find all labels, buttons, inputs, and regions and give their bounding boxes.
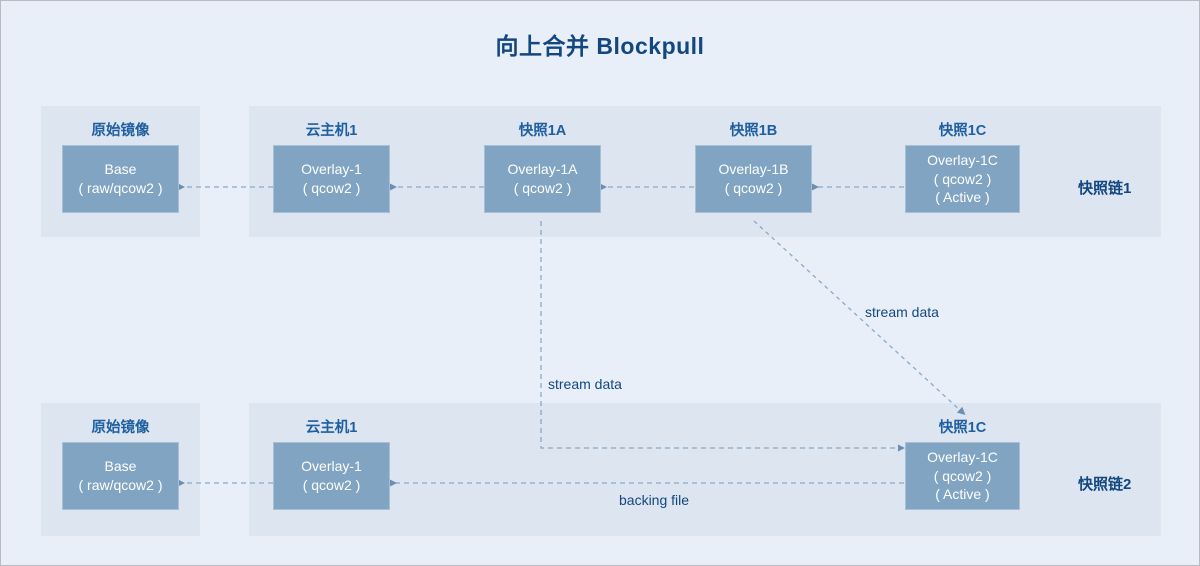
node-box[interactable]: Overlay-1A ( qcow2 ) — [484, 145, 601, 213]
node-label: 云主机1 — [305, 420, 358, 436]
chain-title-2: 快照链2 — [1078, 476, 1132, 493]
node-box[interactable]: Overlay-1C ( qcow2 ) ( Active ) — [905, 145, 1020, 213]
node-label: 原始镜像 — [91, 123, 150, 139]
node-box[interactable]: Overlay-1C ( qcow2 ) ( Active ) — [905, 442, 1020, 510]
node-box-line: Overlay-1 — [301, 458, 362, 475]
node-label: 快照1C — [938, 123, 987, 139]
node-box[interactable]: Overlay-1 ( qcow2 ) — [273, 442, 390, 510]
node-box-line: ( qcow2 ) — [933, 467, 992, 484]
node-box-line: Base — [104, 458, 137, 475]
node-box-line: ( qcow2 ) — [302, 180, 361, 196]
node-box-line: Overlay-1C — [927, 448, 998, 465]
edge-label-stream-data-diagonal: stream data — [865, 304, 939, 320]
node-box-line: ( qcow2 ) — [302, 477, 361, 493]
node-box-line: ( Active ) — [935, 189, 990, 206]
chain-title-1: 快照链1 — [1078, 180, 1132, 197]
node-box-line: ( Active ) — [935, 486, 990, 503]
node-label: 原始镜像 — [91, 420, 150, 436]
node-box-line: ( qcow2 ) — [513, 180, 572, 196]
edge-label-backing-file: backing file — [619, 492, 690, 508]
node-box-line: Overlay-1A — [507, 161, 578, 178]
page-title: 向上合并 Blockpull — [495, 33, 705, 59]
node-label: 快照1C — [938, 420, 987, 436]
node-box-line: Overlay-1B — [718, 161, 789, 178]
node-box-line: ( qcow2 ) — [933, 170, 992, 187]
node-box[interactable]: Overlay-1B ( qcow2 ) — [695, 145, 812, 213]
node-box-line: ( qcow2 ) — [724, 180, 783, 196]
node-label: 云主机1 — [305, 123, 358, 139]
node-box-line: Overlay-1 — [301, 161, 362, 178]
node-box-line: Base — [104, 161, 137, 178]
node-label: 快照1A — [518, 123, 567, 139]
edge-label-stream-data-vertical: stream data — [548, 376, 622, 392]
node-box-line: Overlay-1C — [927, 151, 998, 168]
node-label: 快照1B — [729, 123, 778, 139]
node-box[interactable]: Overlay-1 ( qcow2 ) — [273, 145, 390, 213]
node-box[interactable]: Base ( raw/qcow2 ) — [62, 145, 179, 213]
node-box[interactable]: Base ( raw/qcow2 ) — [62, 442, 179, 510]
node-box-line: ( raw/qcow2 ) — [78, 477, 163, 493]
node-box-line: ( raw/qcow2 ) — [78, 180, 163, 196]
